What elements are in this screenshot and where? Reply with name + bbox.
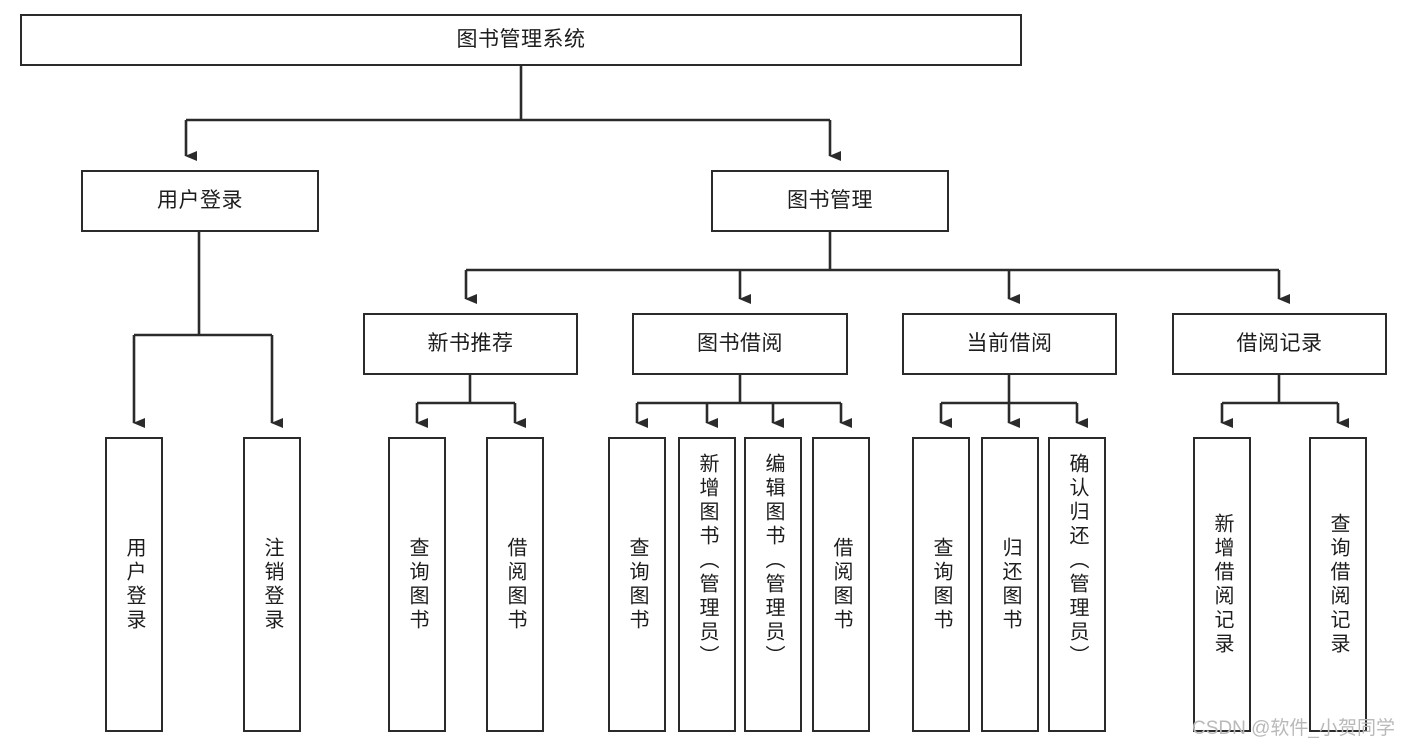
- node-current-borrow-label: 当前借阅: [966, 331, 1053, 355]
- node-new-book-recommend-label: 新书推荐: [427, 331, 514, 355]
- node-new-book-recommend[interactable]: 新书推荐: [363, 313, 578, 375]
- node-root-label: 图书管理系统: [456, 27, 586, 51]
- node-leaf-borrow-book-1-label: 借阅图书: [504, 536, 526, 633]
- node-borrow-record[interactable]: 借阅记录: [1172, 313, 1387, 375]
- node-leaf-query-book-2[interactable]: 查询图书: [608, 437, 666, 732]
- node-leaf-logout[interactable]: 注销登录: [243, 437, 301, 732]
- node-leaf-borrow-book-1[interactable]: 借阅图书: [486, 437, 544, 732]
- node-leaf-logout-label: 注销登录: [261, 536, 283, 633]
- node-book-borrow[interactable]: 图书借阅: [632, 313, 848, 375]
- node-leaf-query-record[interactable]: 查询借阅记录: [1309, 437, 1367, 732]
- node-leaf-return-book[interactable]: 归还图书: [981, 437, 1039, 732]
- node-leaf-query-book-1-label: 查询图书: [406, 536, 428, 633]
- node-user-login-label: 用户登录: [157, 188, 243, 212]
- node-leaf-user-login-label: 用户登录: [123, 536, 145, 633]
- node-leaf-confirm-return[interactable]: 确认归还（管理员）: [1048, 437, 1106, 732]
- node-leaf-edit-book-label: 编辑图书（管理员）: [762, 453, 784, 669]
- node-leaf-borrow-book-2-label: 借阅图书: [830, 536, 852, 633]
- node-leaf-user-login[interactable]: 用户登录: [105, 437, 163, 732]
- node-user-login[interactable]: 用户登录: [81, 170, 319, 232]
- node-root[interactable]: 图书管理系统: [20, 14, 1022, 66]
- node-leaf-return-book-label: 归还图书: [999, 536, 1021, 633]
- node-leaf-query-book-1[interactable]: 查询图书: [388, 437, 446, 732]
- node-leaf-borrow-book-2[interactable]: 借阅图书: [812, 437, 870, 732]
- node-borrow-record-label: 借阅记录: [1236, 331, 1323, 355]
- node-leaf-edit-book[interactable]: 编辑图书（管理员）: [744, 437, 802, 732]
- node-leaf-add-record[interactable]: 新增借阅记录: [1193, 437, 1251, 732]
- node-book-borrow-label: 图书借阅: [697, 331, 783, 355]
- node-leaf-query-book-3[interactable]: 查询图书: [912, 437, 970, 732]
- node-leaf-query-book-3-label: 查询图书: [930, 536, 952, 633]
- node-current-borrow[interactable]: 当前借阅: [902, 313, 1117, 375]
- node-leaf-query-record-label: 查询借阅记录: [1327, 512, 1349, 657]
- node-book-manage-label: 图书管理: [787, 188, 873, 212]
- node-leaf-add-record-label: 新增借阅记录: [1211, 512, 1233, 657]
- node-leaf-query-book-2-label: 查询图书: [626, 536, 648, 633]
- node-leaf-add-book-label: 新增图书（管理员）: [696, 453, 718, 669]
- node-leaf-add-book[interactable]: 新增图书（管理员）: [678, 437, 736, 732]
- node-book-manage[interactable]: 图书管理: [711, 170, 949, 232]
- node-leaf-confirm-return-label: 确认归还（管理员）: [1066, 453, 1088, 669]
- csdn-watermark: CSDN @软件_小贺同学: [1192, 718, 1395, 739]
